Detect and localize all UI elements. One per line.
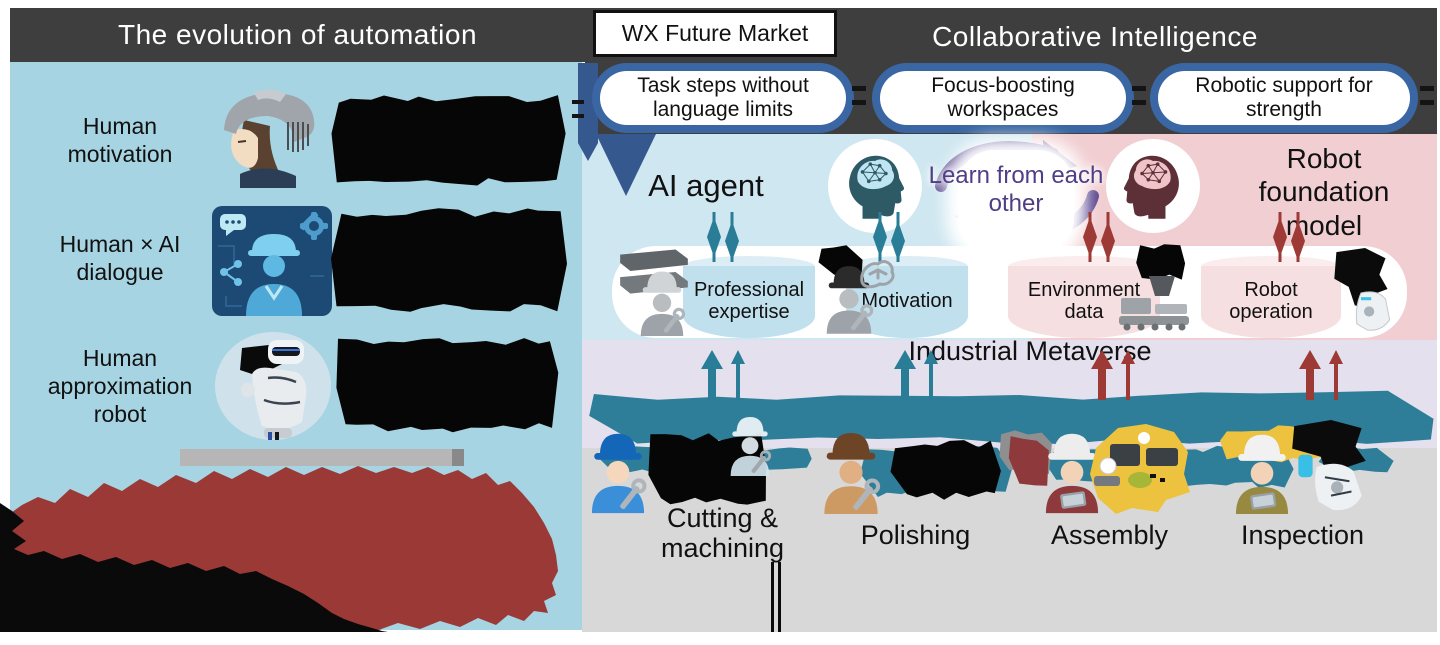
left-title: The evolution of automation: [117, 19, 478, 50]
connector-mark: [572, 114, 584, 118]
redaction-blob-large: [0, 466, 558, 632]
evolution-row-label-robot: Human approximation robot: [47, 344, 193, 428]
up-arrow-icon: [1299, 350, 1343, 400]
database-label: Motivation: [861, 290, 953, 313]
benefit-pill-language: Task steps without language limits: [600, 71, 846, 125]
redaction-blob: [331, 208, 567, 312]
up-arrow-icon: [701, 350, 745, 400]
ghost-worker-icon: [724, 412, 776, 476]
market-label: WX Future Market: [621, 20, 809, 46]
benefit-capsule-1: Task steps without language limits: [592, 63, 854, 133]
up-arrow-icon: [1091, 350, 1135, 400]
robot-brain-head-icon: [1123, 155, 1179, 219]
connector-mark: [1132, 86, 1146, 91]
humanoid-robot-image: [215, 332, 331, 440]
robot-icon: [1334, 248, 1391, 331]
market-label-box: WX Future Market: [593, 10, 837, 57]
left-header-bar: The evolution of automation: [10, 8, 585, 62]
connector-mark: [572, 100, 584, 104]
redaction-blob: [1008, 436, 1049, 486]
process-label-assembly: Assembly: [1050, 520, 1169, 551]
redaction-blob: [331, 95, 566, 186]
worker-icon: [820, 260, 878, 334]
connector-mark: [852, 86, 866, 91]
connector-mark: [1420, 100, 1434, 105]
process-label-polishing: Polishing: [860, 520, 971, 551]
learn-label: Learn from each other: [928, 162, 1104, 217]
exchange-arrow-icon: [1273, 212, 1305, 262]
benefit-capsule-3: Robotic support for strength: [1150, 63, 1418, 133]
platform-bar-edge: [452, 449, 464, 466]
connector-mark: [852, 100, 866, 105]
benefit-pill-focus: Focus-boosting workspaces: [880, 71, 1126, 125]
robot-model-label: Robot foundation model: [1258, 143, 1390, 241]
redaction-blob: [890, 440, 1001, 500]
worker-icon: [584, 426, 652, 514]
benefit-capsule-2: Focus-boosting workspaces: [872, 63, 1134, 133]
exchange-arrow-icon: [707, 212, 739, 262]
right-title-wrap: Collaborative Intelligence: [865, 20, 1325, 54]
database-label: Robot operation: [1229, 279, 1313, 323]
ai-brain-head-icon: [849, 155, 905, 219]
worker-icon: [1228, 428, 1296, 514]
worker-icon: [814, 426, 888, 514]
database-label: Professional expertise: [693, 279, 805, 323]
evolution-row-label-motivation: Human motivation: [67, 112, 173, 167]
pointer-line: [771, 562, 774, 632]
platform-bar: [180, 449, 458, 466]
connector-mark: [1420, 86, 1434, 91]
database-cylinder-operation: Robot operation: [1201, 256, 1341, 338]
redaction-blob: [336, 338, 559, 433]
redaction-blob: [648, 433, 766, 505]
helmet-person-image: [224, 89, 315, 188]
up-arrow-icon: [894, 350, 938, 400]
right-title: Collaborative Intelligence: [932, 21, 1258, 52]
cylinder-body: [683, 266, 815, 338]
process-label-inspection: Inspection: [1240, 520, 1365, 551]
pointer-line: [778, 562, 781, 632]
cylinder-body: [1201, 266, 1341, 338]
thought-squiggle-icon: [860, 260, 895, 289]
benefit-pill-strength: Robotic support for strength: [1158, 71, 1410, 125]
exchange-arrow-icon: [873, 212, 905, 262]
robot-icon: [1292, 420, 1366, 511]
database-label: Environment data: [1027, 279, 1141, 323]
exchange-arrow-icon: [1083, 212, 1115, 262]
evolution-row-label-dialogue: Human × AI dialogue: [59, 230, 181, 285]
ai-avatar-image: [212, 206, 332, 316]
conveyor-icon: [1119, 276, 1189, 331]
process-label-cutting: Cutting & machining: [660, 503, 785, 563]
metaverse-label: Industrial Metaverse: [908, 335, 1152, 366]
learn-cloud: [958, 150, 1074, 254]
worker-icon: [1038, 426, 1106, 514]
ai-agent-label: AI agent: [648, 168, 764, 203]
machine-icon: [1090, 424, 1190, 514]
redaction-blob: [1136, 244, 1186, 280]
process-band: [589, 390, 1434, 445]
worker-icon: [634, 266, 690, 336]
database-cylinder-expertise: Professional expertise: [683, 256, 815, 338]
connector-mark: [1132, 100, 1146, 105]
